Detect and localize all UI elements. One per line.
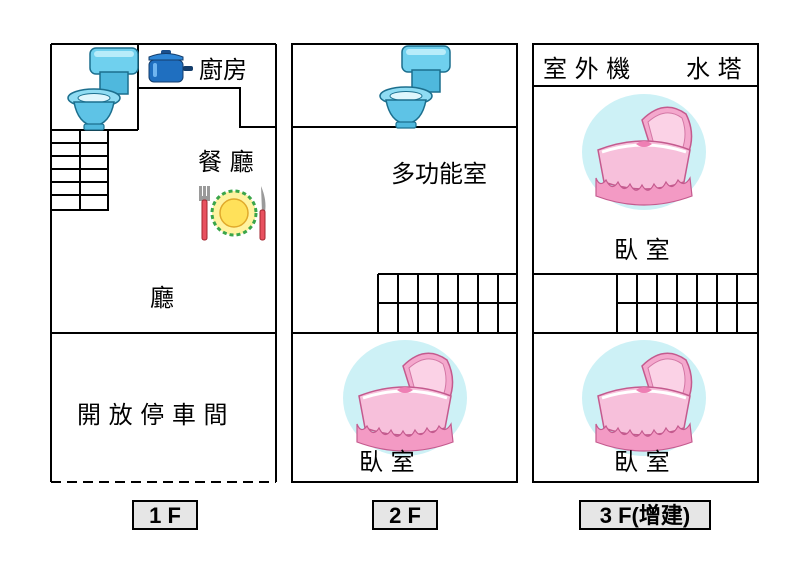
room-label-parking: 開 放 停 車 間: [77, 401, 228, 429]
floor-tag-2-label: 2 F: [389, 503, 421, 528]
cradle-icon: [341, 338, 469, 458]
room-label-outdoor-unit: 室 外 機: [543, 55, 630, 83]
floor-tag-1-label: 1 F: [149, 503, 181, 528]
floor-2: 多功能室 臥 室: [291, 43, 518, 483]
toilet-icon: [379, 45, 451, 129]
room-label-multi-purpose: 多功能室: [391, 160, 487, 188]
cradle-icon: [580, 92, 708, 212]
floor-tag-3: 3 F(增建): [579, 500, 711, 530]
room-label-hall: 廳: [150, 284, 174, 312]
room-label-dining: 餐 廳: [198, 148, 254, 176]
floor-tag-3-label: 3 F(增建): [600, 503, 690, 528]
toilet-icon: [67, 47, 139, 131]
floor-tag-1: 1 F: [132, 500, 198, 530]
staircase-icon: [50, 129, 109, 211]
staircase-icon: [533, 273, 758, 333]
cradle-icon: [580, 338, 708, 458]
room-label-bedroom: 臥 室: [359, 448, 415, 476]
floor-tag-2: 2 F: [372, 500, 438, 530]
floor-3-walls: [532, 43, 759, 483]
room-label-kitchen: 廚房: [199, 56, 247, 84]
floor-1-walls: [50, 43, 277, 483]
floor-3: 室 外 機 水 塔 臥 室 臥 室: [532, 43, 759, 483]
room-label-bedroom-lower: 臥 室: [614, 448, 670, 476]
room-label-water-tower: 水 塔: [686, 55, 742, 83]
cooking-pot-icon: [148, 49, 194, 83]
floor-1: 廚房 餐 廳 廳 開 放 停 車 間: [50, 43, 277, 483]
room-label-bedroom-upper: 臥 室: [614, 236, 670, 264]
plate-fork-knife-icon: [197, 184, 267, 242]
staircase-icon: [377, 273, 517, 333]
